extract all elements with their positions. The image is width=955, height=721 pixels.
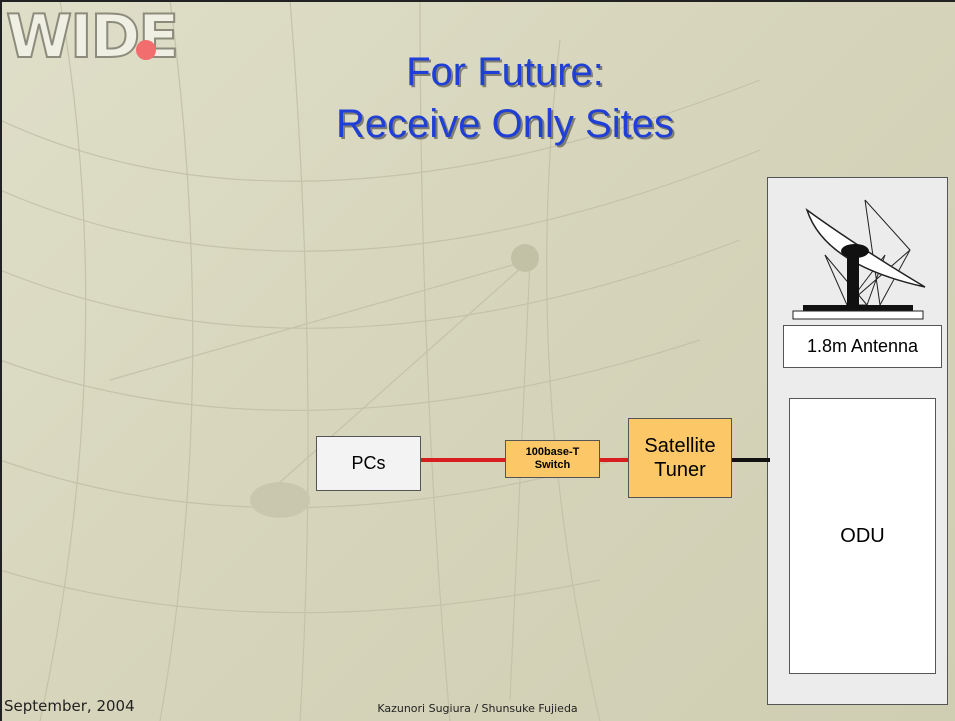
switch-box: 100base-T Switch (505, 440, 600, 478)
frame-border-left (0, 0, 2, 721)
slide-title: For Future: Receive Only Sites (190, 46, 820, 150)
title-line-2: Receive Only Sites (336, 102, 674, 146)
footer-date: September, 2004 (4, 697, 135, 715)
switch-label-line-2: Switch (534, 459, 571, 471)
title-line-1: For Future: (406, 50, 604, 94)
wide-logo: WIDE (5, 1, 180, 73)
antenna-label: 1.8m Antenna (806, 336, 919, 356)
logo-dot-icon (136, 40, 156, 60)
tuner-label-line-1: Satellite (644, 435, 716, 457)
pcs-label: PCs (351, 453, 386, 473)
satellite-tuner-box: Satellite Tuner (628, 418, 732, 498)
footer-authors: Kazunori Sugiura / Shunsuke Fujieda (377, 702, 578, 715)
link-pcs-switch (421, 458, 505, 462)
link-tuner-odu (732, 458, 770, 462)
odu-box: ODU (789, 398, 936, 674)
link-switch-tuner (600, 458, 628, 462)
satellite-dish-icon (792, 199, 926, 320)
switch-label-line-1: 100base-T (525, 446, 580, 458)
antenna-label-box: 1.8m Antenna (783, 325, 942, 368)
frame-border-top (0, 0, 955, 2)
tuner-label-line-2: Tuner (654, 459, 706, 481)
odu-label: ODU (840, 524, 885, 547)
pcs-box: PCs (316, 436, 421, 491)
